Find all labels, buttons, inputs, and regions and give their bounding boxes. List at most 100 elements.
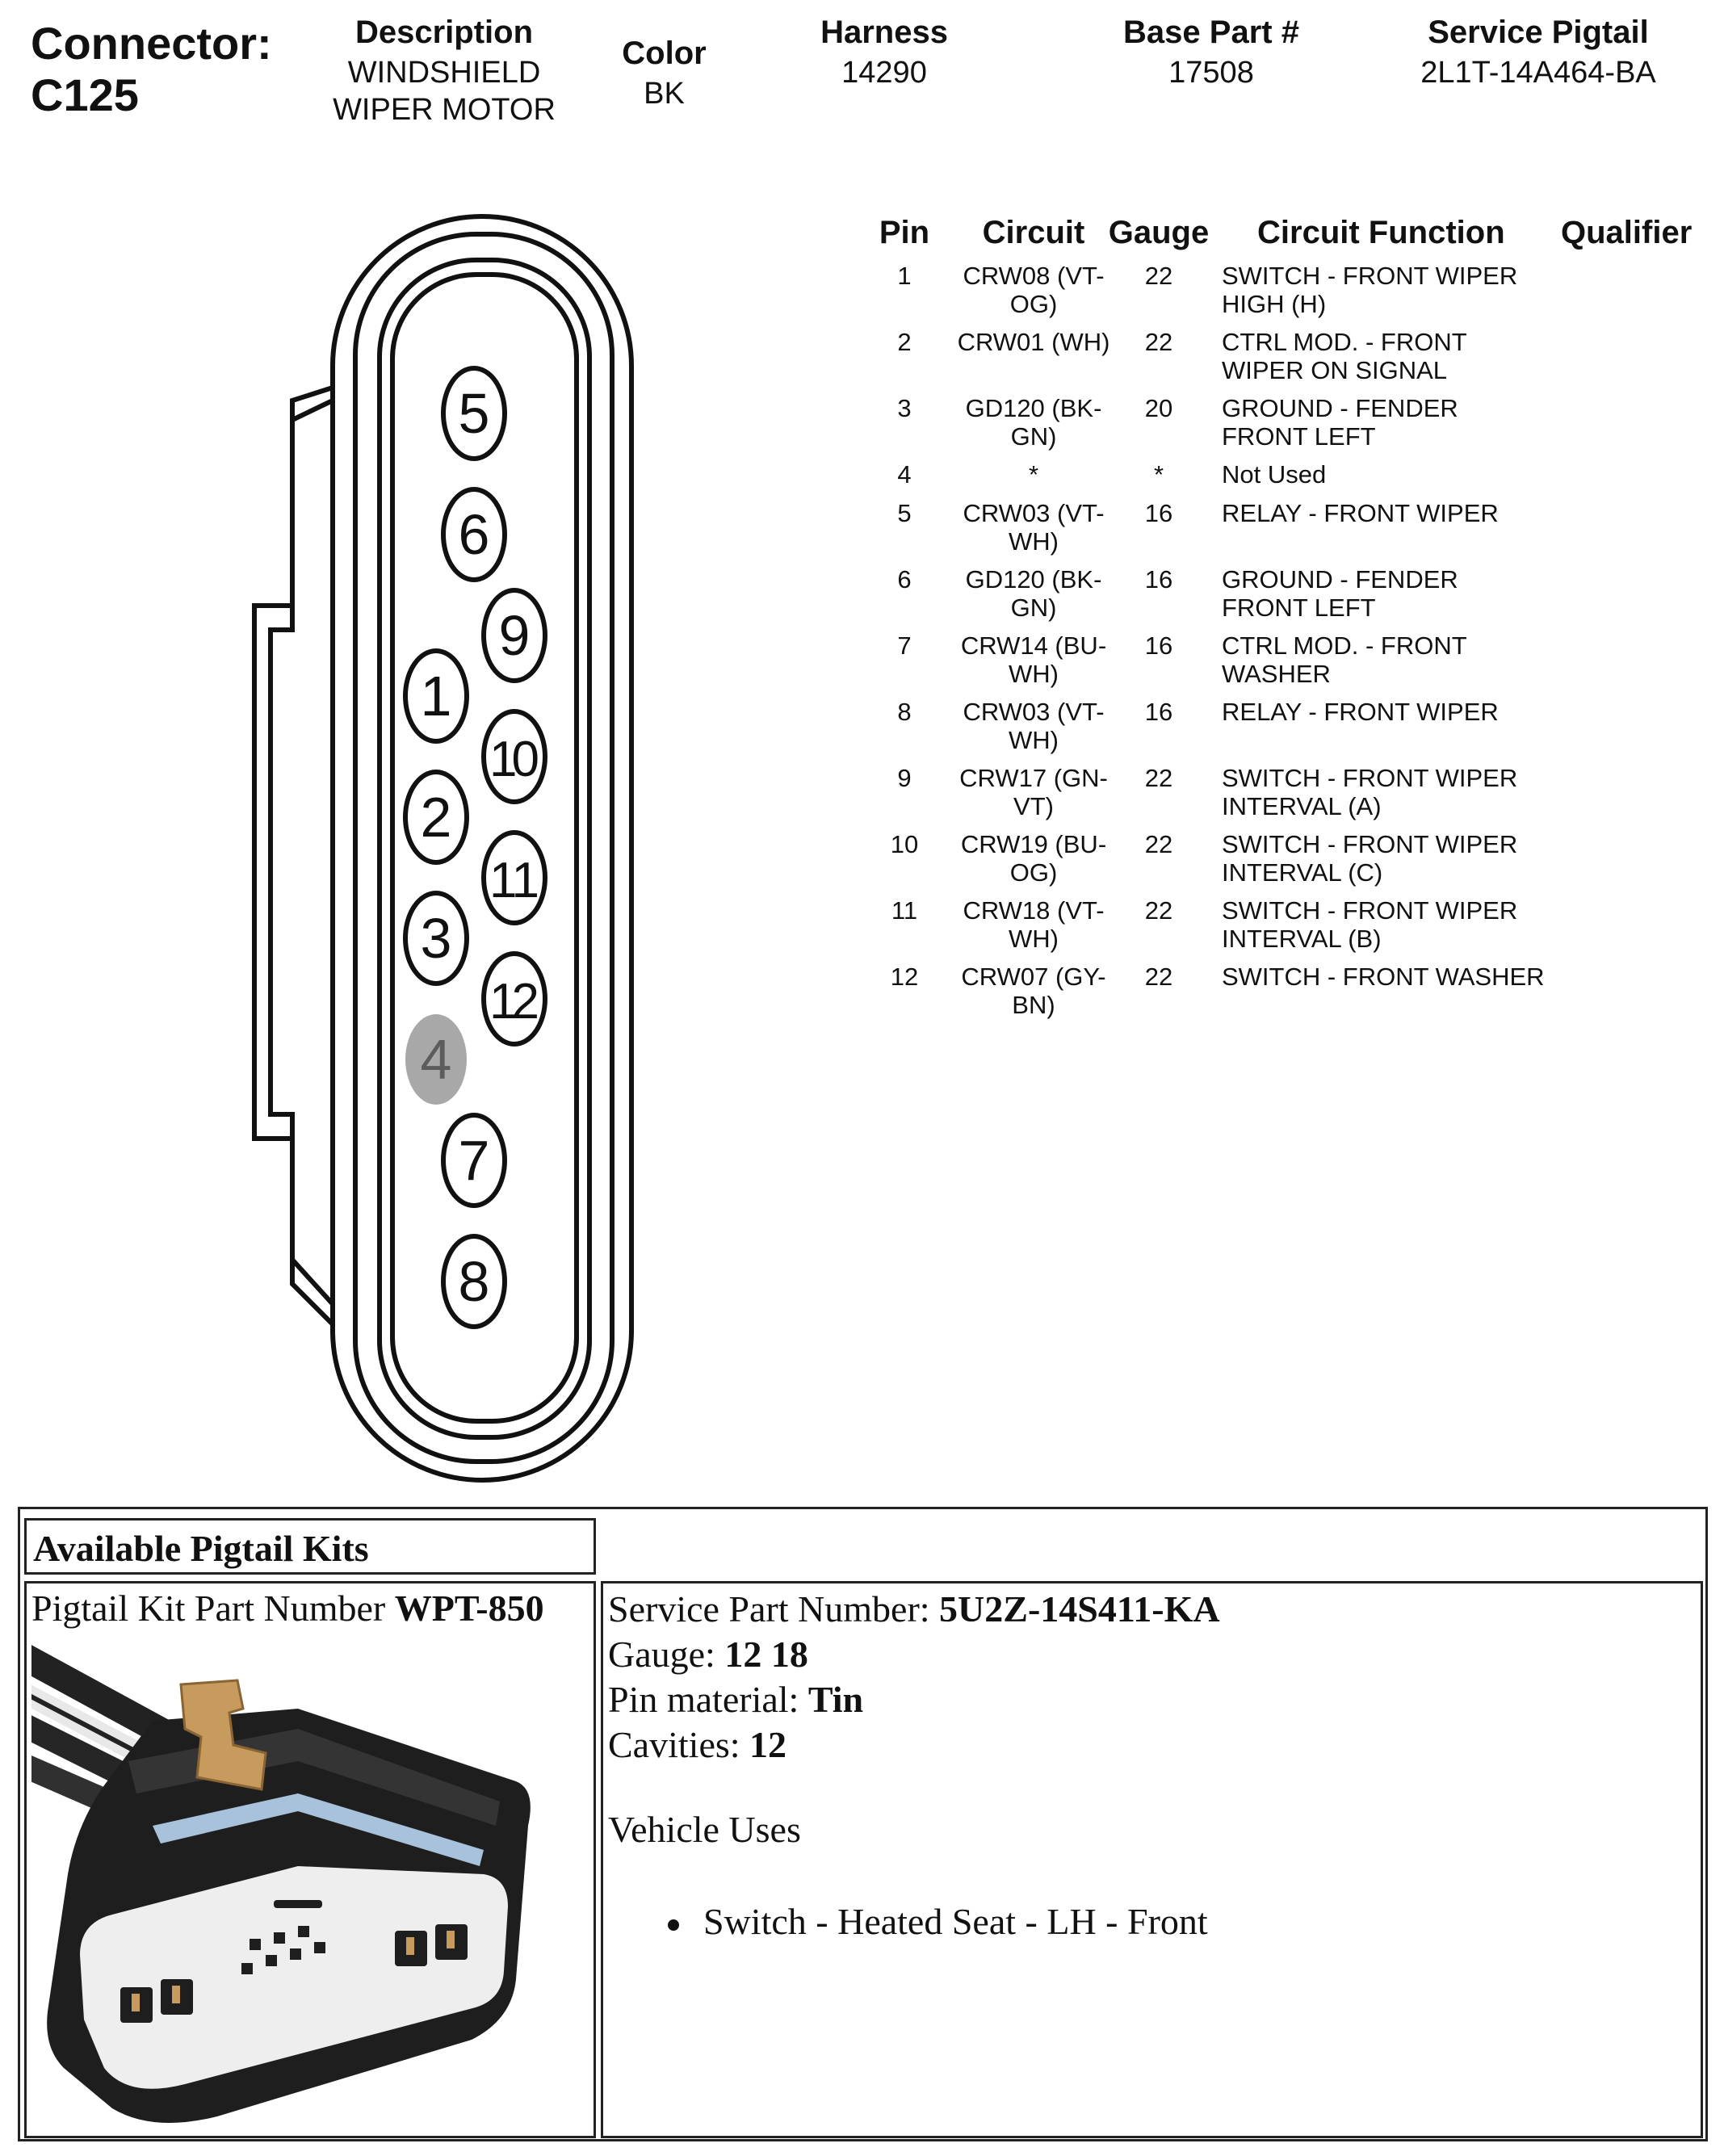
pin-cavity-3: 3 — [403, 891, 469, 986]
seal-blue — [153, 1793, 484, 1866]
pin-table: Pin Circuit Gauge Circuit Function Quali… — [868, 212, 1716, 1029]
pin-gauge: 16 — [1144, 499, 1173, 527]
pin-number: 11 — [891, 896, 918, 925]
pin-column-header: Pin — [879, 215, 930, 250]
pin-gauge: 16 — [1144, 698, 1173, 726]
service-part-value: 5U2Z-14S411-KA — [939, 1588, 1220, 1630]
description-label: Description — [354, 15, 534, 50]
pin-number: 2 — [897, 328, 912, 356]
pin-gauge: 16 — [1144, 631, 1173, 660]
pin-circuit: CRW01 (WH) — [957, 328, 1110, 356]
base-part-value: 17508 — [1168, 56, 1254, 90]
pin-cavity-label: 4 — [421, 1028, 452, 1091]
kit-part-number-label: Pigtail Kit Part Number — [31, 1588, 395, 1629]
pigtail-kits-title: Available Pigtail Kits — [33, 1528, 369, 1569]
pin-cavity-label: 11 — [489, 853, 539, 908]
color-column: Color BK — [594, 32, 735, 113]
kit-part-number-line: Pigtail Kit Part Number WPT-850 — [31, 1587, 544, 1630]
vehicle-uses-heading: Vehicle Uses — [608, 1809, 801, 1850]
harness-value: 14290 — [841, 56, 927, 90]
pin-gauge: 22 — [1144, 963, 1173, 991]
pin-gauge: 20 — [1144, 394, 1173, 422]
pin-function: RELAY - FRONT WIPER — [1222, 499, 1499, 527]
pin-cavity-label: 2 — [421, 786, 452, 849]
pin-cavity-label: 10 — [489, 732, 539, 787]
pin-gauge: * — [1153, 460, 1164, 489]
function-column-header: Circuit Function — [1257, 215, 1505, 250]
pin-gauge: 22 — [1144, 764, 1173, 792]
pin-function: SWITCH - FRONT WASHER — [1222, 963, 1545, 991]
connector-title: Connector: C125 — [31, 18, 272, 121]
pin-gauge: 22 — [1144, 896, 1173, 925]
pin-cavity-label: 8 — [459, 1250, 490, 1313]
pin-circuit: CRW19 (BU-OG) — [960, 830, 1107, 887]
pin-circuit: CRW17 (GN-VT) — [959, 764, 1108, 820]
pin-gauge: 22 — [1144, 262, 1173, 290]
pin-cavity-10: 10 — [481, 709, 547, 804]
pin-table-header: Pin Circuit Gauge Circuit Function Quali… — [868, 212, 1716, 262]
qualifier-column-header: Qualifier — [1561, 215, 1693, 250]
service-pigtail-label: Service Pigtail — [1428, 15, 1649, 50]
connector-body-shells — [330, 214, 634, 1483]
pin-cavity-4: 4 — [405, 1014, 467, 1105]
pin-circuit: CRW07 (GY-BN) — [961, 963, 1106, 1019]
pin-circuit: * — [1028, 460, 1039, 489]
pin-function: RELAY - FRONT WIPER — [1222, 698, 1499, 726]
pin-circuit: GD120 (BK-GN) — [965, 565, 1102, 622]
pigtail-connector-photo — [31, 1645, 531, 2123]
pigtail-details-cell: Service Part Number: 5U2Z-14S411-KA Gaug… — [601, 1581, 1703, 2138]
pin-function: Not Used — [1222, 460, 1327, 489]
pin-cavity-5: 5 — [441, 366, 507, 461]
base-part-label: Base Part # — [1123, 15, 1299, 50]
pin-number: 12 — [890, 963, 919, 991]
pin-number: 10 — [890, 830, 919, 858]
pin-cavity-8: 8 — [441, 1234, 507, 1329]
description-value-line1: WINDSHIELD — [347, 56, 541, 90]
vehicle-use-item: Switch - Heated Seat - LH - Front — [668, 1900, 1208, 1943]
color-label: Color — [622, 36, 707, 71]
pin-circuit: CRW03 (VT-WH) — [963, 698, 1105, 754]
pigtail-kit-cell: Pigtail Kit Part Number WPT-850 — [24, 1581, 596, 2138]
pin-cavity-label: 6 — [459, 503, 490, 566]
bullet-icon — [668, 1919, 679, 1932]
base-part-column: Base Part # 17508 — [1082, 11, 1340, 92]
cavities-label: Cavities: — [608, 1724, 750, 1765]
service-part-line: Service Part Number: 5U2Z-14S411-KA — [608, 1587, 1220, 1632]
pin-cavity-label: 5 — [459, 382, 490, 445]
service-pigtail-value: 2L1T-14A464-BA — [1420, 56, 1656, 90]
pigtail-kit-frame — [18, 1507, 1708, 2141]
latch-tan — [179, 1679, 267, 1791]
color-value: BK — [644, 77, 685, 111]
service-part-label: Service Part Number: — [608, 1588, 940, 1630]
pin-gauge: 22 — [1144, 830, 1173, 858]
pin-number: 3 — [897, 394, 912, 422]
pin-number: 4 — [897, 460, 912, 489]
pin-cavity-label: 12 — [489, 974, 539, 1030]
pin-gauge: 16 — [1144, 565, 1173, 594]
pin-circuit: CRW14 (BU-WH) — [960, 631, 1107, 688]
pin-row: 12 CRW07 (GY-BN) 22 SWITCH - FRONT WASHER — [868, 963, 1716, 1029]
cavities-value: 12 — [749, 1724, 787, 1765]
pin-cavity-label: 7 — [459, 1129, 490, 1192]
gauge-column-header: Gauge — [1108, 215, 1210, 250]
connector-housing-outline — [252, 385, 335, 1327]
gauge-value: 12 18 — [724, 1634, 808, 1675]
harness-column: Harness 14290 — [771, 11, 997, 92]
kit-part-number-value: WPT-850 — [394, 1588, 544, 1629]
pin-cavity-1: 1 — [403, 648, 469, 744]
circuit-column-header: Circuit — [982, 215, 1085, 250]
connector-header: Connector: C125 Description WINDSHIELD W… — [0, 0, 1724, 161]
